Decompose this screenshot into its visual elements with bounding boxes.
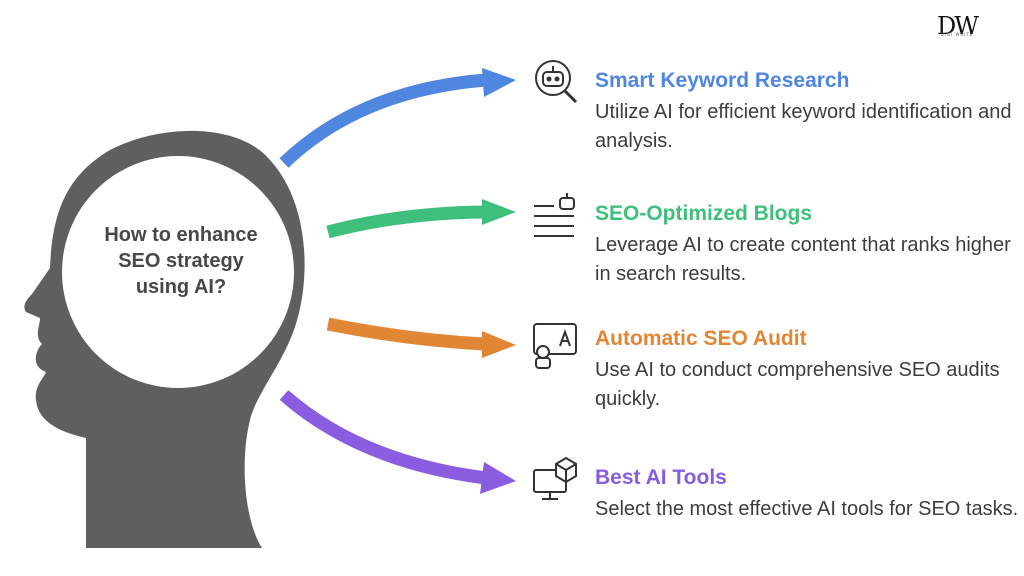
- arrow-seo-blogs: [326, 205, 485, 239]
- item-description: Leverage AI to create content that ranks…: [595, 234, 1011, 285]
- monitor-cube-icon: [533, 456, 577, 500]
- arrowhead-seo-blogs: [482, 199, 516, 225]
- brand-logo: DW DIGI WRITE: [926, 14, 988, 48]
- robot-text-icon: [534, 193, 575, 237]
- item-smart-keyword-research: Smart Keyword Research Utilize AI for ef…: [595, 68, 1020, 156]
- item-seo-optimized-blogs: SEO-Optimized Blogs Leverage AI to creat…: [595, 201, 1020, 289]
- logo-tagline: DIGI WRITE: [940, 32, 974, 37]
- arrowhead-smart-keyword: [482, 68, 516, 97]
- question-circle: [62, 156, 294, 388]
- item-best-ai-tools: Best AI Tools Select the most effective …: [595, 465, 1020, 524]
- arrowhead-ai-tools: [480, 462, 516, 494]
- item-description: Utilize AI for efficient keyword identif…: [595, 101, 1012, 152]
- robot-audit-icon: [533, 323, 577, 369]
- item-title: SEO-Optimized Blogs: [595, 202, 813, 225]
- item-automatic-seo-audit: Automatic SEO Audit Use AI to conduct co…: [595, 326, 1020, 414]
- item-title: Automatic SEO Audit: [595, 327, 807, 350]
- arrow-ai-tools: [279, 390, 487, 485]
- arrow-smart-keyword: [279, 73, 487, 168]
- item-title: Best AI Tools: [595, 466, 727, 489]
- center-question: How to enhance SEO strategy using AI?: [104, 224, 258, 298]
- arrowhead-seo-audit: [482, 331, 516, 358]
- item-description: Use AI to conduct comprehensive SEO audi…: [595, 359, 1000, 410]
- item-title: Smart Keyword Research: [595, 69, 850, 92]
- arrow-seo-audit: [326, 317, 485, 351]
- robot-magnifier-icon: [535, 60, 578, 104]
- item-description: Select the most effective AI tools for S…: [595, 498, 1019, 520]
- logo-monogram: DW: [937, 12, 979, 40]
